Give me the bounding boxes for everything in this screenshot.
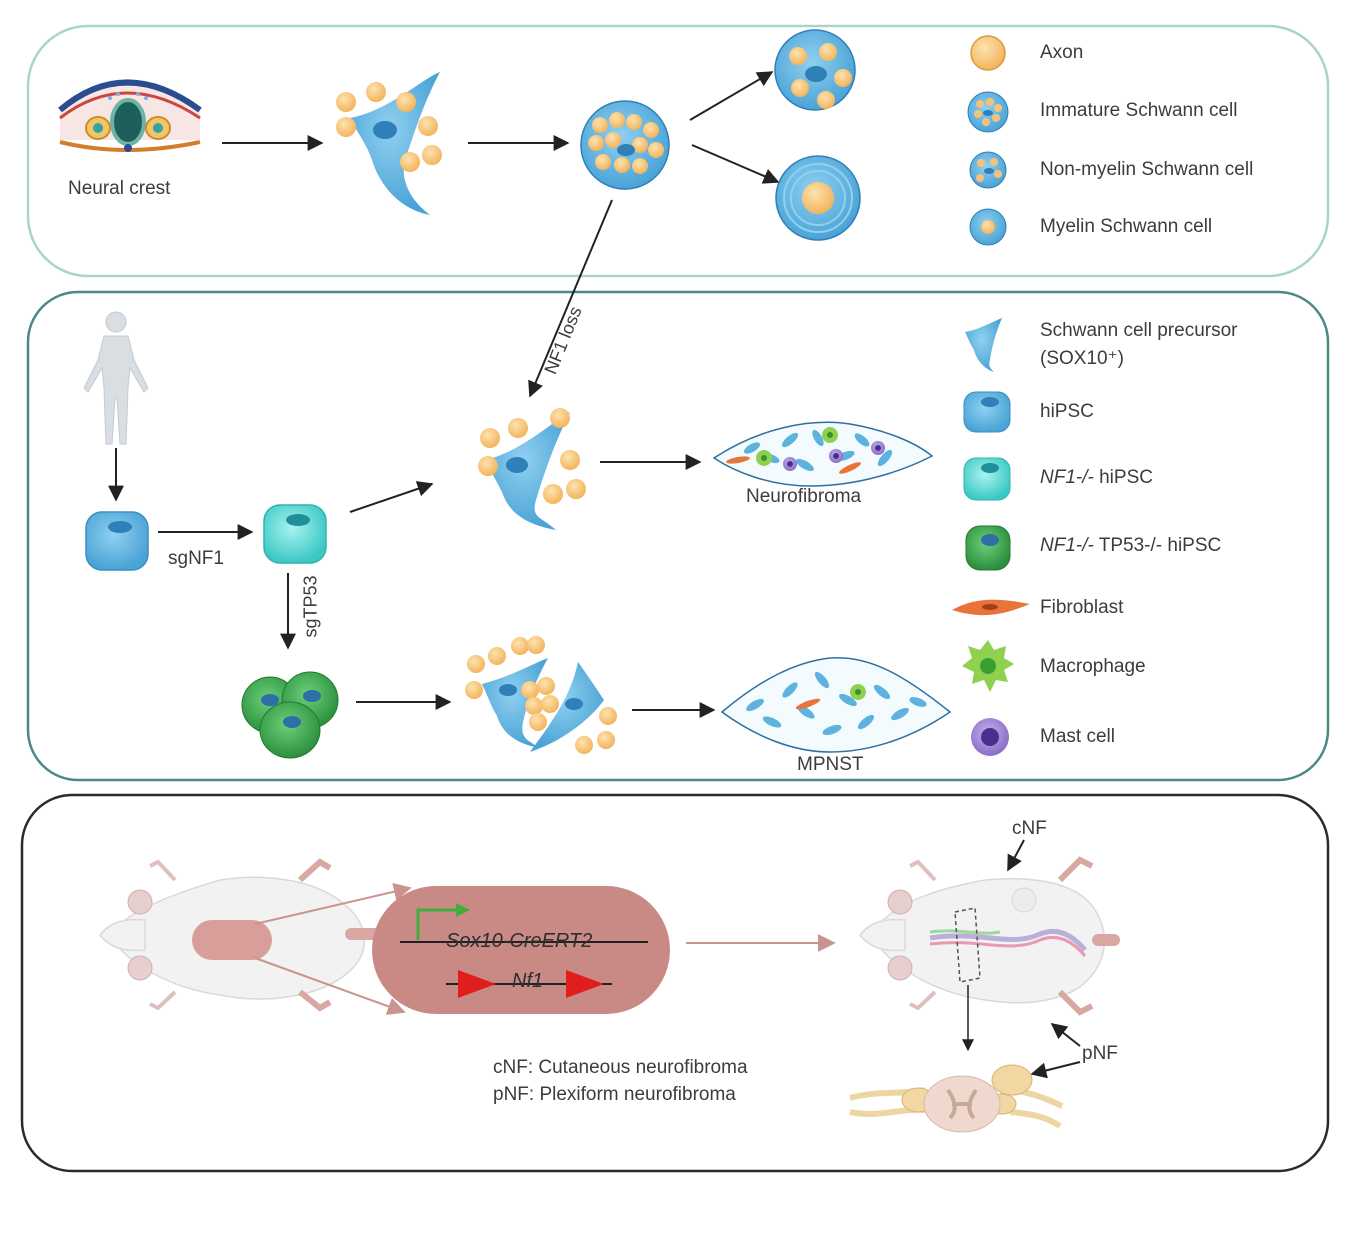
construct-gene-sox10: Sox10-CreERT2 (446, 930, 593, 952)
panel-2-frame (26, 290, 1330, 782)
promoter-arrow-icon (416, 908, 458, 940)
mouse-left-illustration (99, 858, 395, 1012)
arrow-to-nonmyelin (689, 71, 774, 121)
legend-nf1-tp53-gene: NF1-/- (1040, 535, 1094, 556)
mouse-right-illustration (859, 856, 1120, 1016)
sgtp53-label: sgTP53 (300, 575, 321, 638)
arrow-nf1-to-precursor (349, 481, 434, 513)
legend-nonmyelin-icon (969, 151, 1007, 189)
zoom-line-bottom (254, 957, 406, 1015)
myelin-schwann-top (775, 155, 861, 241)
panel-3-frame (20, 793, 1330, 1173)
nf1-hipsc-cell (263, 504, 327, 564)
legend-immature-icon (967, 91, 1009, 133)
arrow-to-myelin (691, 144, 780, 184)
legend-hipsc-icon (963, 391, 1011, 433)
pnf-label: pNF (1082, 1043, 1118, 1064)
immature-schwann-bundle (580, 100, 670, 190)
arrow-pnf-pointer-lower (1030, 1061, 1081, 1079)
legend-nf1-hipsc-rest: hiPSC (1093, 467, 1153, 488)
legend-nf1-hipsc-gene: NF1-/- (1040, 467, 1094, 488)
mpnst-label: MPNST (797, 754, 864, 775)
panel-1-frame (26, 24, 1330, 278)
sgnf1-label: sgNF1 (168, 548, 224, 569)
human-figure-icon (83, 311, 149, 445)
legend-axon-label: Axon (1040, 42, 1084, 63)
zoom-line-top (254, 882, 412, 925)
legend-mast-cell-icon (971, 718, 1009, 756)
legend-nf1-tp53-rest: TP53-/- hiPSC (1093, 535, 1222, 556)
neural-crest-illustration (58, 79, 202, 152)
precursor-with-axons-top (336, 72, 442, 215)
nonmyelin-schwann-top (774, 29, 856, 111)
nf1-tp53-hipsc-cluster (241, 671, 339, 759)
neural-crest-label: Neural crest (68, 178, 171, 199)
legend-mast-cell-label: Mast cell (1040, 726, 1115, 747)
cnf-label: cNF (1012, 818, 1047, 839)
legend-nf1-hipsc-label: NF1-/- hiPSC (1040, 467, 1153, 490)
legend-myelin-label: Myelin Schwann cell (1040, 216, 1213, 237)
arrow-cnf-pointer (1007, 839, 1025, 872)
legend-precursor-label-line1: Schwann cell precursor (1040, 320, 1238, 341)
legend-precursor-icon (965, 318, 1002, 372)
legend-precursor-label-line2: (SOX10⁺) (1040, 348, 1124, 369)
legend-immature-label: Immature Schwann cell (1040, 100, 1238, 121)
legend-nonmyelin-label: Non-myelin Schwann cell (1040, 159, 1254, 180)
legend-fibroblast-icon (952, 599, 1030, 616)
legend-macrophage-icon (962, 640, 1014, 692)
loxp-site-1-icon (458, 970, 496, 998)
legend-axon-icon (970, 35, 1006, 71)
pnf-definition: pNF: Plexiform neurofibroma (493, 1084, 736, 1105)
precursors-with-axons-low (465, 636, 617, 754)
legend-nf1-tp53-label: NF1-/- TP53-/- hiPSC (1040, 535, 1221, 558)
spinal-cord-section-illustration (849, 1064, 1064, 1133)
legend-nf1-tp53-icon (965, 525, 1011, 571)
legend-myelin-icon (969, 208, 1007, 246)
construct-gene-nf1: Nf1 (512, 970, 544, 992)
loxp-site-2-icon (566, 970, 604, 998)
cnf-definition: cNF: Cutaneous neurofibroma (493, 1057, 748, 1078)
mpnst-illustration (720, 656, 952, 753)
legend-nf1-hipsc-icon (963, 457, 1011, 501)
legend-macrophage-label: Macrophage (1040, 656, 1146, 677)
precursor-with-axons-mid (478, 408, 586, 530)
neurofibroma-illustration (712, 421, 934, 487)
neurofibroma-label: Neurofibroma (746, 486, 862, 507)
arrow-nf1-loss (528, 199, 613, 398)
hipsc-cell (85, 511, 149, 571)
arrow-pnf-pointer-upper (1050, 1023, 1081, 1047)
legend-hipsc-label: hiPSC (1040, 401, 1094, 422)
legend-fibroblast-label: Fibroblast (1040, 597, 1124, 618)
